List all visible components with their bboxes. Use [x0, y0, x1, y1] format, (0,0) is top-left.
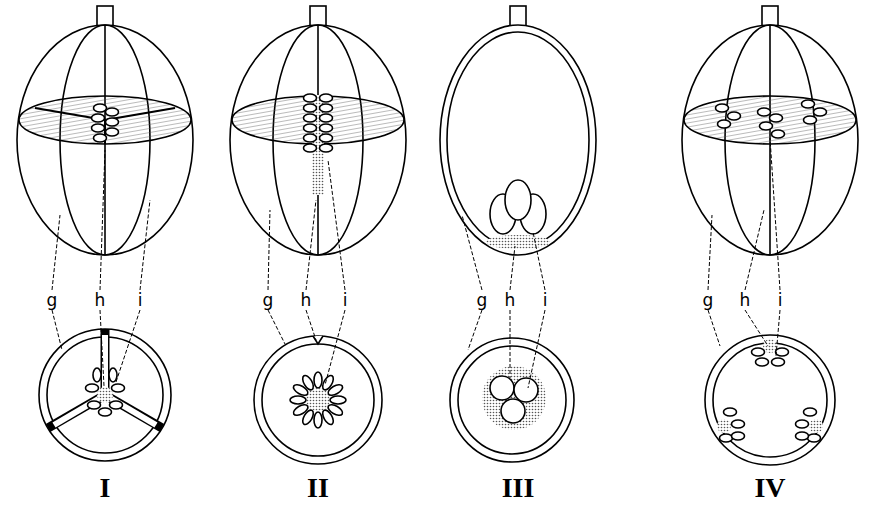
part-label: h [93, 291, 108, 310]
ovary-axile [17, 6, 193, 461]
part-label: i [341, 291, 350, 310]
figure-number: II [305, 473, 331, 503]
part-label: i [136, 291, 145, 310]
part-label: i [541, 291, 550, 310]
ovary-free-central [230, 6, 406, 464]
part-label: h [503, 291, 518, 310]
figure-number: III [500, 473, 537, 503]
part-label: g [261, 291, 276, 310]
ovary-parietal [682, 6, 858, 465]
part-label: i [776, 291, 785, 310]
part-label: g [45, 291, 60, 310]
ovary-basal [440, 6, 596, 462]
part-label: g [475, 291, 490, 310]
part-label: h [738, 291, 753, 310]
figure-number: I [98, 473, 113, 503]
leader-lines [52, 138, 780, 388]
part-label: g [701, 291, 716, 310]
part-label: h [299, 291, 314, 310]
figure-number: IV [752, 473, 787, 503]
